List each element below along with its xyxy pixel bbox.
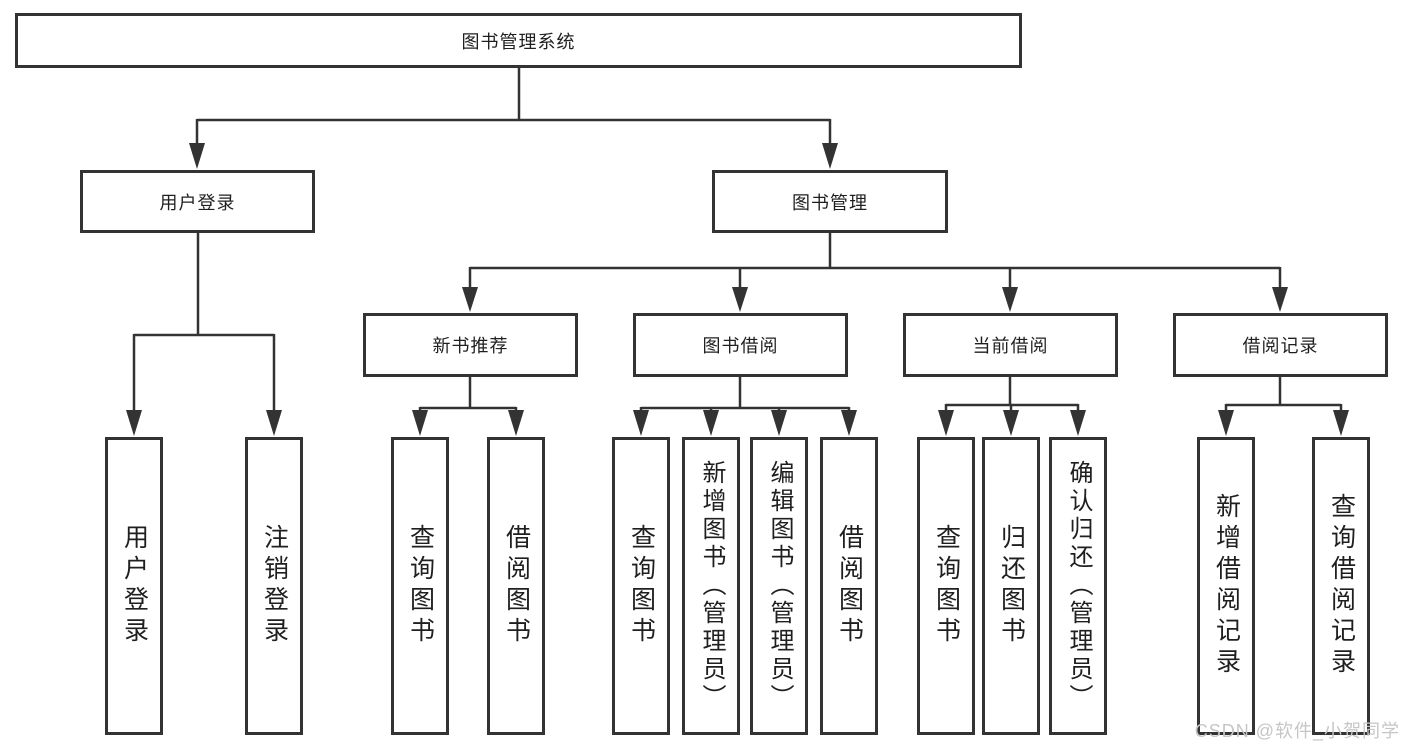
leaf-borrow-books: 借阅图书	[820, 437, 878, 735]
leaf-query-books-borrow: 查询图书	[612, 437, 670, 735]
leaf-query-borrow-record: 查询借阅记录	[1312, 437, 1370, 735]
leaf-edit-books-admin: 编辑图书（管理员）	[750, 437, 808, 735]
node-new-book-recommend: 新书推荐	[363, 313, 578, 377]
leaf-user-login: 用户登录	[105, 437, 163, 735]
leaf-add-books-admin: 新增图书（管理员）	[682, 437, 740, 735]
leaf-add-borrow-record: 新增借阅记录	[1197, 437, 1255, 735]
leaf-query-books-recommend: 查询图书	[391, 437, 449, 735]
node-current-borrow: 当前借阅	[903, 313, 1118, 377]
leaf-logout: 注销登录	[245, 437, 303, 735]
leaf-query-books-current: 查询图书	[917, 437, 975, 735]
node-root: 图书管理系统	[15, 13, 1022, 68]
csdn-watermark: CSDN @软件_小贺同学	[1194, 721, 1400, 741]
leaf-borrow-books-recommend: 借阅图书	[487, 437, 545, 735]
node-book-borrow: 图书借阅	[633, 313, 848, 377]
leaf-confirm-return-admin: 确认归还（管理员）	[1049, 437, 1107, 735]
node-user-login: 用户登录	[80, 170, 315, 233]
node-book-management: 图书管理	[712, 170, 948, 233]
node-borrow-records: 借阅记录	[1173, 313, 1388, 377]
leaf-return-books: 归还图书	[982, 437, 1040, 735]
